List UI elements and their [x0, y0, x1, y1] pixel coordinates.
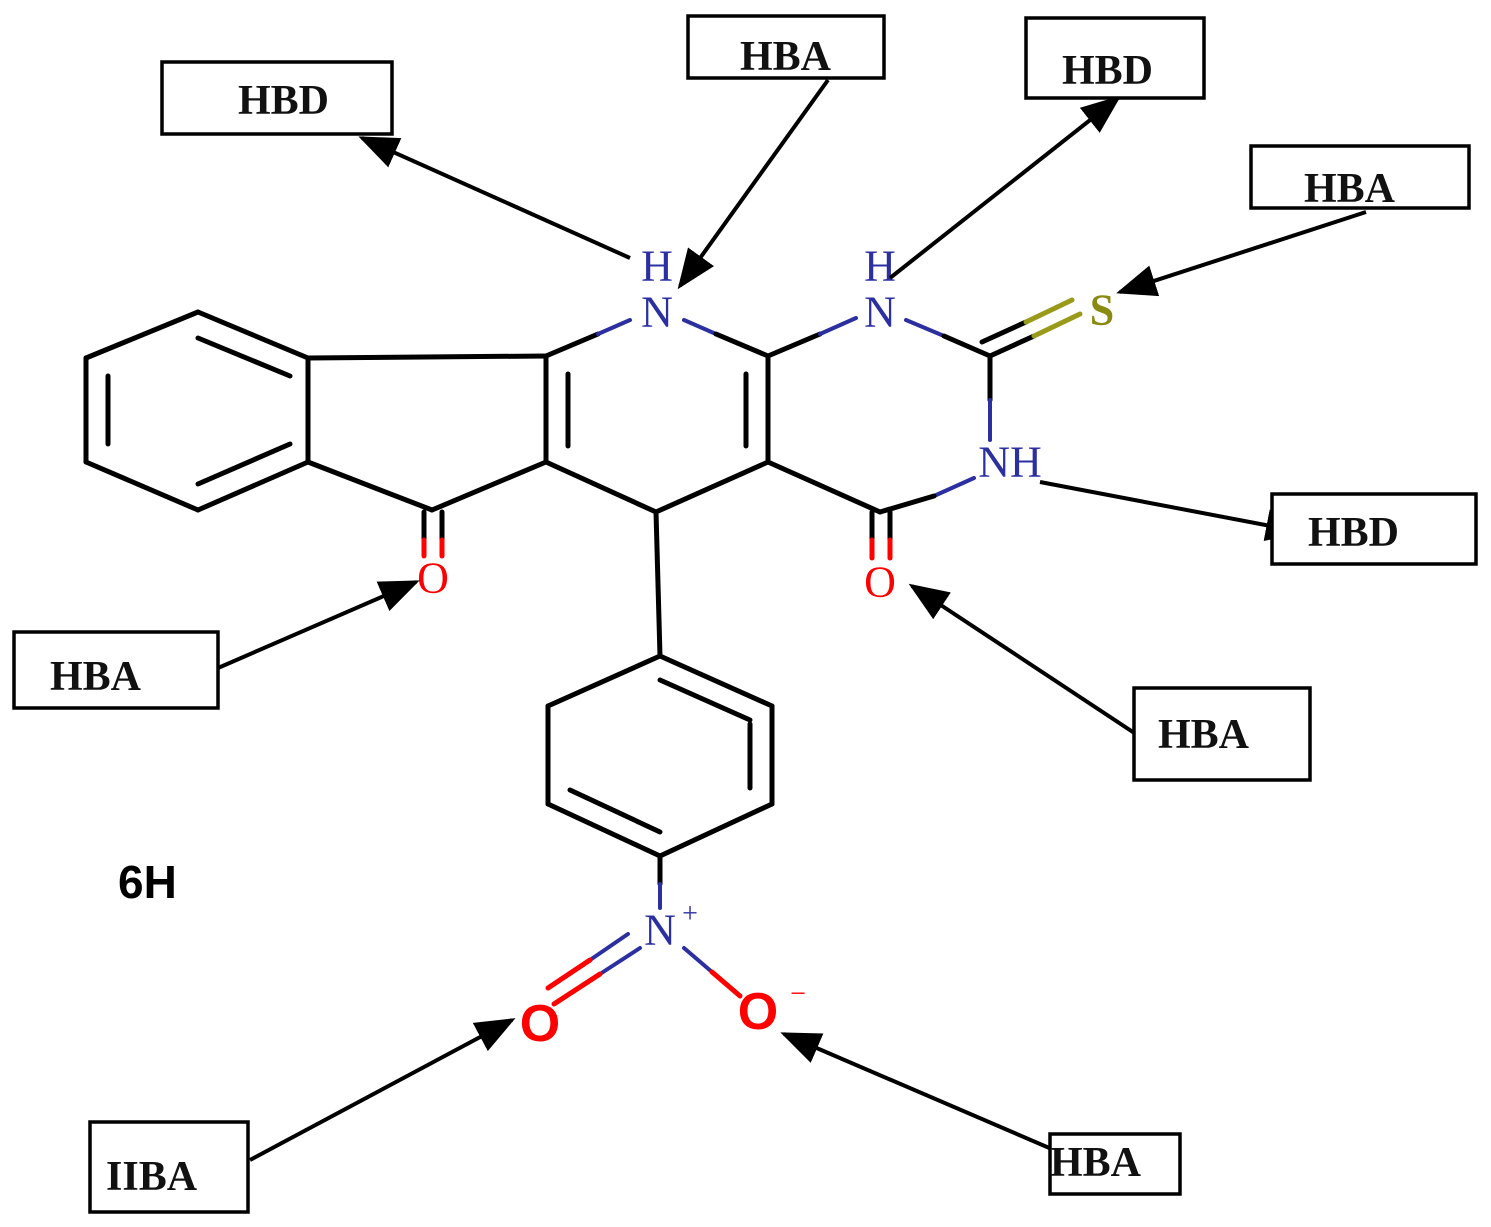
callout-hba-s: HBA: [1249, 144, 1471, 212]
callout-hbd-nh: HBD: [1270, 492, 1478, 566]
callout-text: HBA: [50, 654, 142, 700]
callout-text: HBD: [1308, 510, 1399, 556]
callout-hba-bottom-left: IIBA: [88, 1120, 250, 1214]
atom-plus-charge: +: [682, 899, 698, 930]
nitrophenyl-ring: [545, 653, 775, 859]
callout-text: HBA: [1050, 1140, 1142, 1186]
atom-s: S: [1090, 286, 1114, 335]
arrow-hba-right-o: [908, 583, 1150, 744]
indenone-ring: [305, 353, 571, 513]
callout-hba-right-o: HBA: [1132, 686, 1312, 782]
atom-o-nitro-1: O: [520, 995, 560, 1053]
callout-arrows: [217, 78, 1367, 1162]
arrow-hbd-nh: [1039, 480, 1306, 541]
nitro-bonds: [545, 853, 743, 1007]
left-carbonyl: [421, 509, 445, 559]
benzene-ring-left: [83, 309, 311, 513]
atom-o-left: O: [417, 554, 449, 603]
thiocarbonyl-bond: [979, 297, 1083, 359]
aryl-link-bond: [653, 509, 663, 659]
atom-nh: NH: [978, 438, 1042, 487]
arrow-hba-left-o: [217, 580, 420, 670]
atom-o-nitro-2: O: [738, 983, 778, 1041]
callout-text: HBD: [238, 78, 329, 124]
pyrimidine-ring: [765, 316, 993, 515]
atom-n-nitro: N: [644, 906, 676, 955]
arrow-hba-bottom-left: [249, 1018, 516, 1162]
dihydropyridine-ring: [543, 318, 771, 515]
arrow-hba-s: [1116, 210, 1367, 297]
callout-text: HBA: [1304, 166, 1396, 212]
arrow-hbd-top-right: [888, 95, 1122, 280]
atom-h-2: H: [864, 242, 896, 291]
callout-hba-bottom-right: HBA: [1048, 1132, 1182, 1196]
callout-text: HBA: [740, 34, 832, 80]
arrow-hba-top: [677, 78, 830, 290]
right-carbonyl: [869, 509, 893, 561]
callout-hba-left-o: HBA: [12, 630, 220, 710]
atom-n-2: N: [864, 288, 896, 337]
arrow-hba-bottom-right: [780, 1032, 1055, 1152]
callout-text: HBD: [1062, 48, 1153, 94]
atom-minus-charge: −: [790, 979, 806, 1010]
atom-n-1: N: [641, 288, 673, 337]
compound-label: 6H: [118, 856, 177, 908]
callout-hbd-top-right: HBD: [1024, 16, 1206, 100]
arrow-hbd-top-left: [358, 136, 631, 260]
callout-hba-top: HBA: [686, 14, 886, 80]
callout-hbd-top-left: HBD: [160, 60, 394, 136]
callout-text: HBA: [1158, 712, 1250, 758]
callout-text: IIBA: [106, 1154, 198, 1200]
atom-o-right: O: [864, 558, 896, 607]
atom-h-1: H: [641, 242, 673, 291]
